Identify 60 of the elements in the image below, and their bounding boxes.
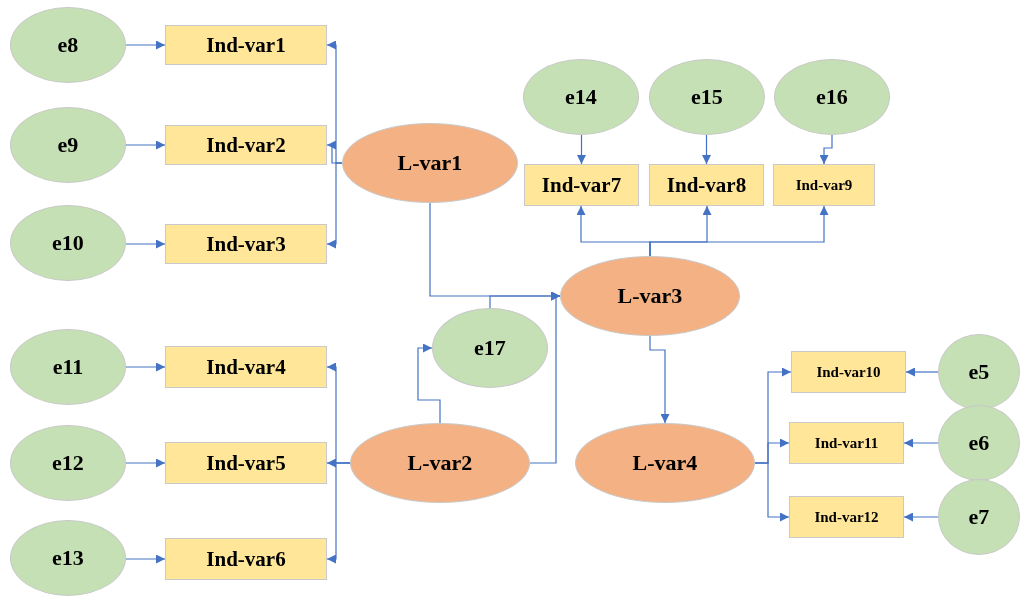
arrow: [125, 554, 166, 564]
indicator-box: [789, 496, 904, 538]
arrow: [649, 205, 829, 257]
indicator-box: [165, 442, 327, 484]
arrow: [819, 134, 833, 165]
indicator-box: [524, 164, 639, 206]
node-label: e8: [57, 32, 79, 58]
arrow: [125, 458, 166, 468]
arrow: [903, 512, 939, 522]
node-label: e13: [52, 545, 84, 571]
node-label: Ind-var11: [814, 434, 879, 452]
indicator-box: [165, 346, 327, 388]
indicator-box: [165, 538, 327, 580]
indicator-box: [165, 224, 327, 264]
node-label: Ind-var8: [666, 172, 747, 198]
indicator-box: [773, 164, 875, 206]
arrow: [754, 462, 790, 522]
node-label: L-var3: [617, 283, 683, 309]
node-label: e10: [52, 230, 84, 256]
indicator-box: [789, 422, 904, 464]
indicator-box: [165, 125, 327, 165]
arrow: [125, 362, 166, 372]
arrow: [702, 134, 711, 165]
node-label: L-var1: [397, 150, 463, 176]
node-label: e16: [816, 84, 848, 110]
node-label: e12: [52, 450, 84, 476]
node-label: Ind-var7: [541, 172, 622, 198]
node-label: e9: [57, 132, 79, 158]
indicator-box: [165, 25, 327, 65]
node-label: Ind-var10: [816, 363, 881, 381]
arrow: [326, 462, 351, 564]
arrow: [125, 40, 166, 50]
node-label: L-var2: [407, 450, 473, 476]
node-label: e7: [968, 504, 990, 530]
arrow: [903, 438, 939, 448]
node-label: e15: [691, 84, 723, 110]
node-label: Ind-var12: [814, 508, 879, 526]
arrow: [577, 134, 586, 165]
node-label: e17: [474, 335, 506, 361]
node-label: e14: [565, 84, 597, 110]
node-label: e5: [968, 359, 990, 385]
node-label: e11: [52, 354, 84, 380]
arrow: [125, 239, 166, 249]
node-label: Ind-var3: [206, 231, 286, 257]
arrow: [326, 162, 343, 249]
indicator-box: [791, 351, 906, 393]
arrow: [905, 367, 939, 377]
node-label: Ind-var6: [206, 546, 286, 572]
node-label: e6: [968, 430, 990, 456]
node-label: Ind-var4: [206, 354, 286, 380]
node-label: Ind-var5: [206, 450, 286, 476]
indicator-box: [649, 164, 764, 206]
arrow: [125, 140, 166, 150]
node-label: Ind-var2: [206, 132, 286, 158]
arrow: [649, 335, 670, 424]
arrow: [417, 343, 441, 424]
node-label: Ind-var9: [795, 176, 853, 194]
node-label: Ind-var1: [206, 32, 286, 58]
arrow: [529, 291, 561, 464]
node-label: L-var4: [632, 450, 698, 476]
